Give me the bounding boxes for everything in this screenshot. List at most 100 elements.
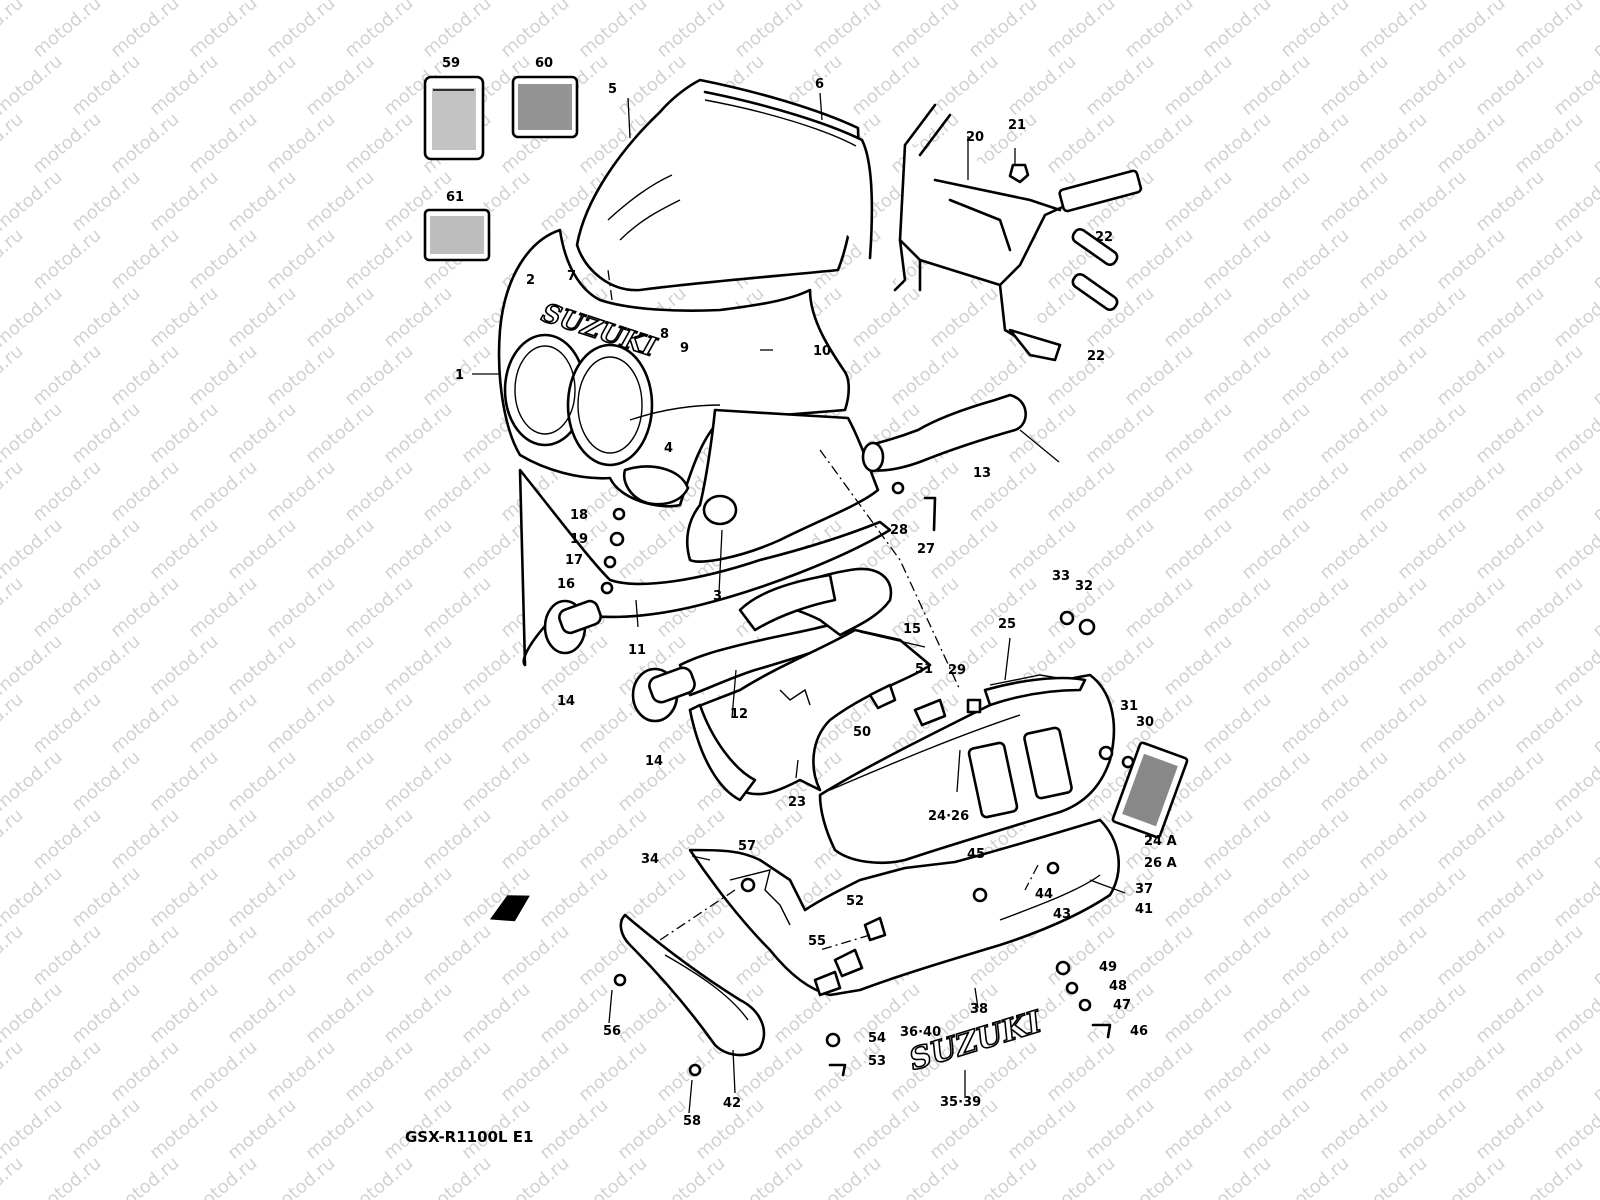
watermark-text: motod.ru bbox=[146, 515, 223, 584]
label-p28: 28 bbox=[890, 523, 908, 538]
label-p51: 51 bbox=[915, 662, 933, 677]
watermark-text: motod.ru bbox=[575, 1153, 652, 1200]
emblem-24a-26a bbox=[1111, 741, 1189, 839]
watermark-text: motod.ru bbox=[614, 515, 691, 584]
watermark-text: motod.ru bbox=[1511, 0, 1588, 62]
watermark-text: motod.ru bbox=[1589, 109, 1600, 178]
watermark-text: motod.ru bbox=[29, 225, 106, 294]
watermark-text: motod.ru bbox=[1355, 457, 1432, 526]
bolt-22-upper bbox=[1071, 227, 1119, 267]
watermark-text: motod.ru bbox=[1511, 1153, 1588, 1200]
watermark-text: motod.ru bbox=[1238, 399, 1315, 468]
watermark-text: motod.ru bbox=[29, 689, 106, 758]
inner-panel bbox=[686, 408, 880, 563]
watermark-text: motod.ru bbox=[1277, 1037, 1354, 1106]
watermark-text: motod.ru bbox=[1316, 863, 1393, 932]
label-p35-39: 35·39 bbox=[940, 1095, 981, 1110]
watermark-text: motod.ru bbox=[1121, 341, 1198, 410]
watermark-text: motod.ru bbox=[497, 1153, 574, 1200]
watermark-text: motod.ru bbox=[1394, 283, 1471, 352]
watermark-text: motod.ru bbox=[1355, 341, 1432, 410]
watermark-text: motod.ru bbox=[224, 863, 301, 932]
watermark-text: motod.ru bbox=[1589, 1037, 1600, 1106]
watermark-text: motod.ru bbox=[1550, 979, 1600, 1048]
watermark-text: motod.ru bbox=[1316, 747, 1393, 816]
watermark-text: motod.ru bbox=[302, 979, 379, 1048]
watermark-text: motod.ru bbox=[1472, 863, 1549, 932]
label-p30: 30 bbox=[1136, 715, 1154, 730]
watermark-text: motod.ru bbox=[341, 573, 418, 642]
watermark-text: motod.ru bbox=[1355, 1153, 1432, 1200]
watermark-text: motod.ru bbox=[185, 109, 262, 178]
watermark-text: motod.ru bbox=[809, 1037, 886, 1106]
watermark-text: motod.ru bbox=[965, 1153, 1042, 1200]
watermark-text: motod.ru bbox=[575, 805, 652, 874]
label-p14a: 14 bbox=[557, 694, 575, 709]
watermark-text: motod.ru bbox=[1316, 979, 1393, 1048]
watermark-text: motod.ru bbox=[1472, 51, 1549, 120]
watermark-text: motod.ru bbox=[263, 921, 340, 990]
watermark-text: motod.ru bbox=[380, 515, 457, 584]
watermark-text: motod.ru bbox=[1199, 109, 1276, 178]
label-p24-26: 24·26 bbox=[928, 809, 969, 824]
watermark-text: motod.ru bbox=[107, 109, 184, 178]
watermark-text: motod.ru bbox=[926, 283, 1003, 352]
watermark-text: motod.ru bbox=[185, 225, 262, 294]
watermark-text: motod.ru bbox=[1199, 341, 1276, 410]
nut-21 bbox=[1008, 163, 1030, 184]
label-p37: 37 bbox=[1135, 882, 1153, 897]
watermark-text: motod.ru bbox=[1199, 1153, 1276, 1200]
label-p53: 53 bbox=[868, 1054, 886, 1069]
label-p14b: 14 bbox=[645, 754, 663, 769]
label-p42: 42 bbox=[723, 1096, 741, 1111]
watermark-text: motod.ru bbox=[1433, 689, 1510, 758]
watermark-text: motod.ru bbox=[1238, 167, 1315, 236]
watermark-text: motod.ru bbox=[107, 341, 184, 410]
label-p48: 48 bbox=[1109, 979, 1127, 994]
watermark-text: motod.ru bbox=[497, 1037, 574, 1106]
watermark-text: motod.ru bbox=[29, 573, 106, 642]
watermark-text: motod.ru bbox=[1511, 109, 1588, 178]
watermark-text: motod.ru bbox=[68, 283, 145, 352]
label-p1: 1 bbox=[455, 368, 464, 383]
watermark-text: motod.ru bbox=[146, 167, 223, 236]
watermark-text: motod.ru bbox=[263, 805, 340, 874]
watermark-text: motod.ru bbox=[185, 689, 262, 758]
label-p22a: 22 bbox=[1095, 230, 1113, 245]
watermark-text: motod.ru bbox=[29, 109, 106, 178]
watermark-text: motod.ru bbox=[1589, 457, 1600, 526]
watermark-text: motod.ru bbox=[1277, 805, 1354, 874]
label-p9: 9 bbox=[680, 341, 689, 356]
watermark-text: motod.ru bbox=[1160, 631, 1237, 700]
watermark-text: motod.ru bbox=[68, 863, 145, 932]
watermark-text: motod.ru bbox=[419, 689, 496, 758]
watermark-text: motod.ru bbox=[146, 1095, 223, 1164]
watermark-text: motod.ru bbox=[29, 341, 106, 410]
label-p36-40: 36·40 bbox=[900, 1025, 941, 1040]
watermark-text: motod.ru bbox=[68, 979, 145, 1048]
watermark-text: motod.ru bbox=[1589, 1153, 1600, 1200]
watermark-text: motod.ru bbox=[1433, 1037, 1510, 1106]
watermark-text: motod.ru bbox=[107, 1153, 184, 1200]
watermark-text: motod.ru bbox=[731, 1153, 808, 1200]
label-p27: 27 bbox=[917, 542, 935, 557]
watermark-text: motod.ru bbox=[1394, 167, 1471, 236]
label-p12: 12 bbox=[730, 707, 748, 722]
watermark-text: motod.ru bbox=[809, 1153, 886, 1200]
watermark-text: motod.ru bbox=[887, 573, 964, 642]
watermark-text: motod.ru bbox=[419, 1037, 496, 1106]
watermark-text: motod.ru bbox=[1238, 863, 1315, 932]
watermark-text: motod.ru bbox=[1589, 689, 1600, 758]
watermark-text: motod.ru bbox=[1511, 689, 1588, 758]
watermark-text: motod.ru bbox=[1511, 341, 1588, 410]
watermark-text: motod.ru bbox=[1277, 1153, 1354, 1200]
label-p3: 3 bbox=[713, 589, 722, 604]
watermark-text: motod.ru bbox=[68, 631, 145, 700]
label-p58: 58 bbox=[683, 1114, 701, 1129]
watermark-text: motod.ru bbox=[1160, 51, 1237, 120]
watermark-text: motod.ru bbox=[1004, 51, 1081, 120]
watermark-text: motod.ru bbox=[224, 1095, 301, 1164]
watermark-text: motod.ru bbox=[263, 109, 340, 178]
label-p55: 55 bbox=[808, 934, 826, 949]
